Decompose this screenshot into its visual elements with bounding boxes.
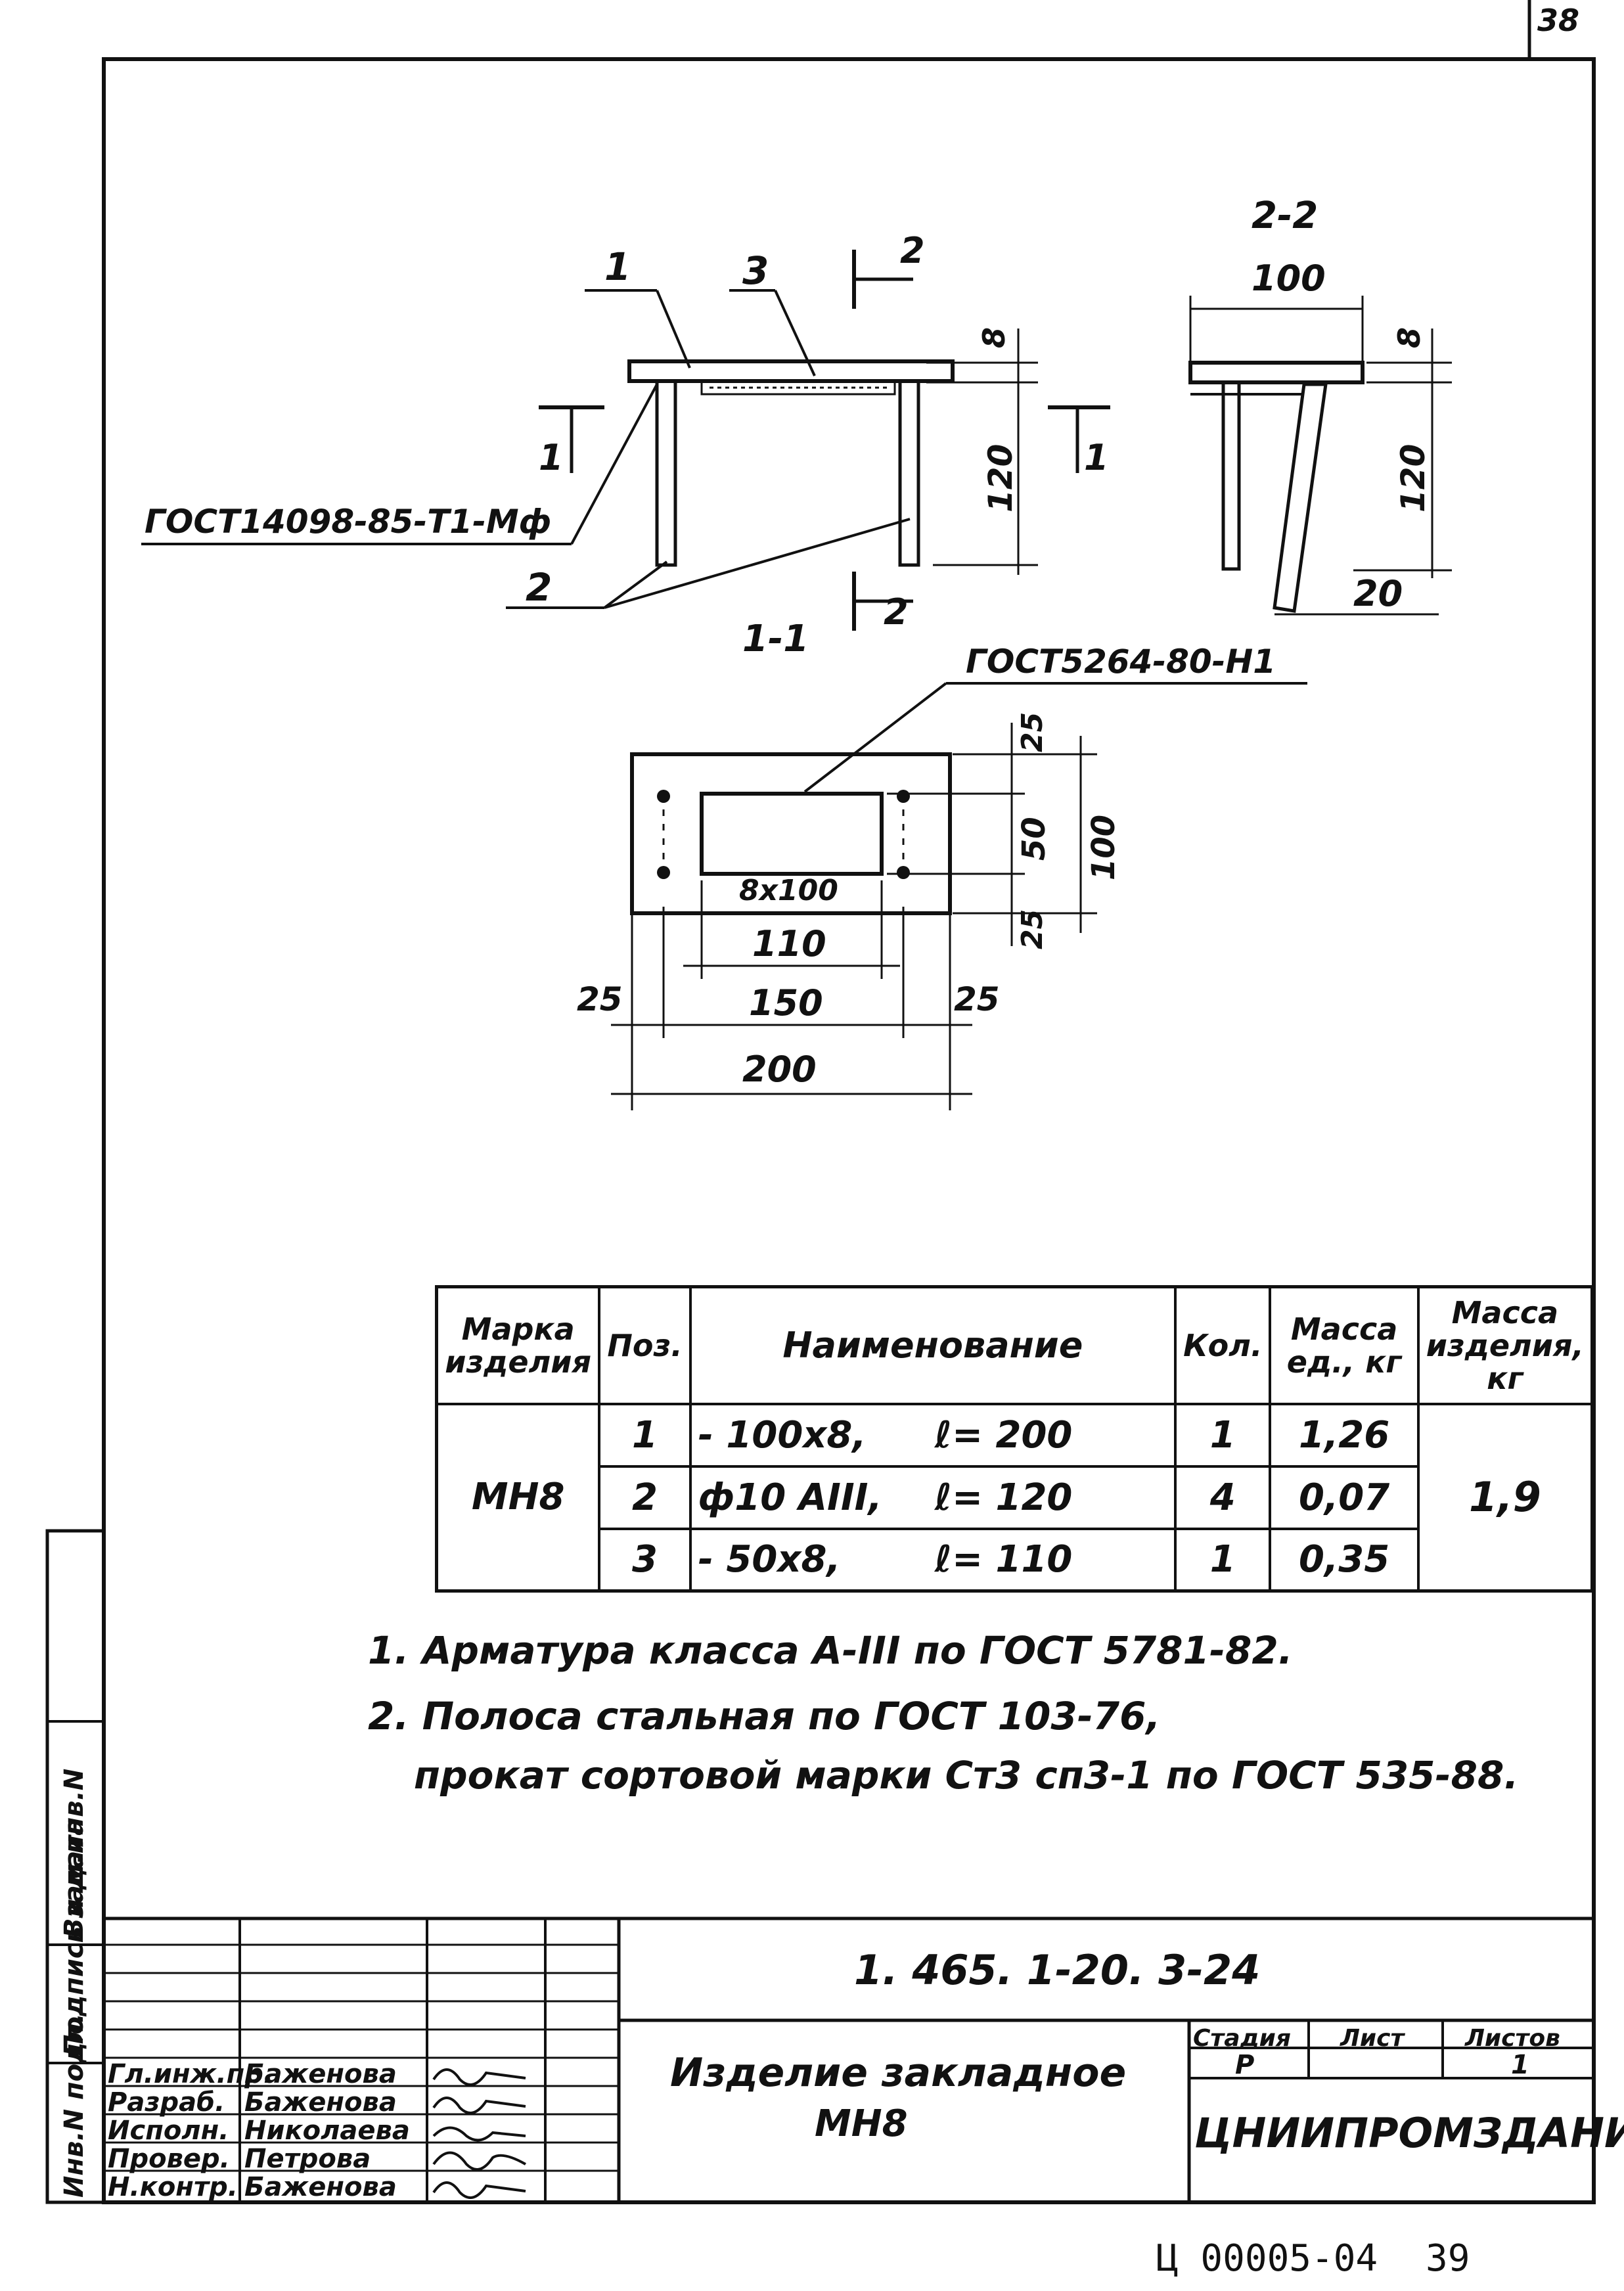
signer-role: Провер. — [108, 2144, 230, 2174]
footer-code: Ц 00005-04 — [1156, 2237, 1378, 2280]
side-view-title: 2-2 — [1252, 194, 1319, 237]
note-2: 2. Полоса стальная по ГОСТ 103-76, — [368, 1694, 1161, 1738]
cell-name: - 100x8,ℓ= 200 — [688, 1402, 1177, 1468]
cell-qty: 1 — [1174, 1402, 1272, 1468]
dim-side-width: 100 — [1252, 258, 1326, 299]
side-strip — [45, 1529, 106, 2204]
sheet-border — [102, 57, 1596, 2204]
header-name: Наименование — [688, 1285, 1177, 1405]
section-mark-2-bottom: 2 — [884, 591, 909, 633]
section-mark-2-top: 2 — [900, 230, 925, 271]
signer-role: Исполн. — [108, 2116, 229, 2146]
top-pos-2: 2 — [526, 565, 553, 610]
section-mark-1-left: 1 — [539, 437, 564, 478]
plan-view-title: 1-1 — [742, 618, 809, 660]
cell-qty: 1 — [1174, 1527, 1272, 1593]
strip-label: 8x100 — [739, 874, 838, 907]
side-view — [1188, 296, 1452, 616]
cell-name: ф10 AIII,ℓ= 120 — [688, 1464, 1177, 1530]
dim-plan-inner: 110 — [752, 923, 826, 964]
cell-pos: 3 — [598, 1527, 692, 1593]
top-view — [141, 250, 1110, 631]
signer-name: Николаева — [244, 2116, 410, 2146]
signer-role: Н.контр. — [108, 2172, 238, 2202]
header-pos: Поз. — [598, 1285, 692, 1405]
weld-callout-top: ГОСТ14098-85-Т1-Мф — [145, 503, 552, 541]
weld-marks — [657, 790, 910, 879]
signer-name: Баженова — [244, 2172, 397, 2202]
cell-pos: 2 — [598, 1464, 692, 1530]
table-row: МН8 1 - 100x8,ℓ= 200 1 1,26 1,9 — [435, 1402, 1594, 1593]
signer-role: Гл.инж.пр. — [108, 2059, 274, 2089]
header-qty: Кол. — [1174, 1285, 1272, 1405]
cell-item-mass: 1,9 — [1416, 1402, 1594, 1593]
doc-code: 1. 465. 1-20. 3-24 — [854, 1946, 1261, 1994]
section-mark-1-right: 1 — [1084, 437, 1109, 478]
note-2-cont: прокат сортовой марки Ст3 сп3-1 по ГОСТ … — [414, 1753, 1519, 1798]
cell-mass: 0,35 — [1269, 1527, 1420, 1593]
cell-mass: 0,07 — [1269, 1464, 1420, 1530]
stage-value: Р — [1235, 2050, 1255, 2080]
cell-pos: 1 — [598, 1402, 692, 1468]
cell-mark: МН8 — [435, 1402, 601, 1593]
signer-name: Петрова — [244, 2144, 371, 2174]
page-number: 38 — [1537, 3, 1580, 38]
stage-header: Стадия — [1193, 2025, 1291, 2052]
item-name: Изделие закладное — [670, 2050, 1127, 2096]
footer-page: 39 — [1426, 2237, 1470, 2280]
sheets-value: 1 — [1511, 2050, 1529, 2080]
title-block-grid — [104, 1917, 1594, 2202]
top-pos-1: 1 — [604, 244, 631, 289]
dim-plan-right: 25 — [954, 980, 1000, 1018]
cell-name: - 50x8,ℓ= 110 — [688, 1527, 1177, 1593]
dim-plan-left: 25 — [577, 980, 623, 1018]
organization: ЦНИИПРОМЗДАНИЙ — [1194, 2109, 1624, 2157]
signer-name: Баженова — [244, 2059, 397, 2089]
top-pos-3: 3 — [742, 248, 769, 293]
dim-plan-span: 150 — [749, 982, 823, 1024]
dim-side-offset: 20 — [1353, 573, 1403, 614]
signer-role: Разраб. — [108, 2087, 225, 2118]
sheets-header: Листов — [1465, 2025, 1560, 2052]
table-row: 2 ф10 AIII,ℓ= 120 4 0,07 — [437, 1464, 1592, 1530]
side-label-replace: Взам.инв.N — [59, 1768, 89, 1938]
signer-name: Баженова — [244, 2087, 397, 2118]
note-1: 1. Арматура класса А-III по ГОСТ 5781-82… — [368, 1628, 1293, 1673]
cell-mass: 1,26 — [1269, 1402, 1420, 1468]
sheet-header: Лист — [1340, 2025, 1405, 2052]
plan-view — [611, 682, 1307, 1110]
cell-qty: 4 — [1174, 1464, 1272, 1530]
weld-callout-plan: ГОСТ5264-80-Н1 — [966, 643, 1276, 681]
item-mark: МН8 — [815, 2102, 908, 2145]
dim-plan-total: 200 — [742, 1049, 817, 1090]
table-row: 3 - 50x8,ℓ= 110 1 0,35 — [437, 1527, 1592, 1593]
